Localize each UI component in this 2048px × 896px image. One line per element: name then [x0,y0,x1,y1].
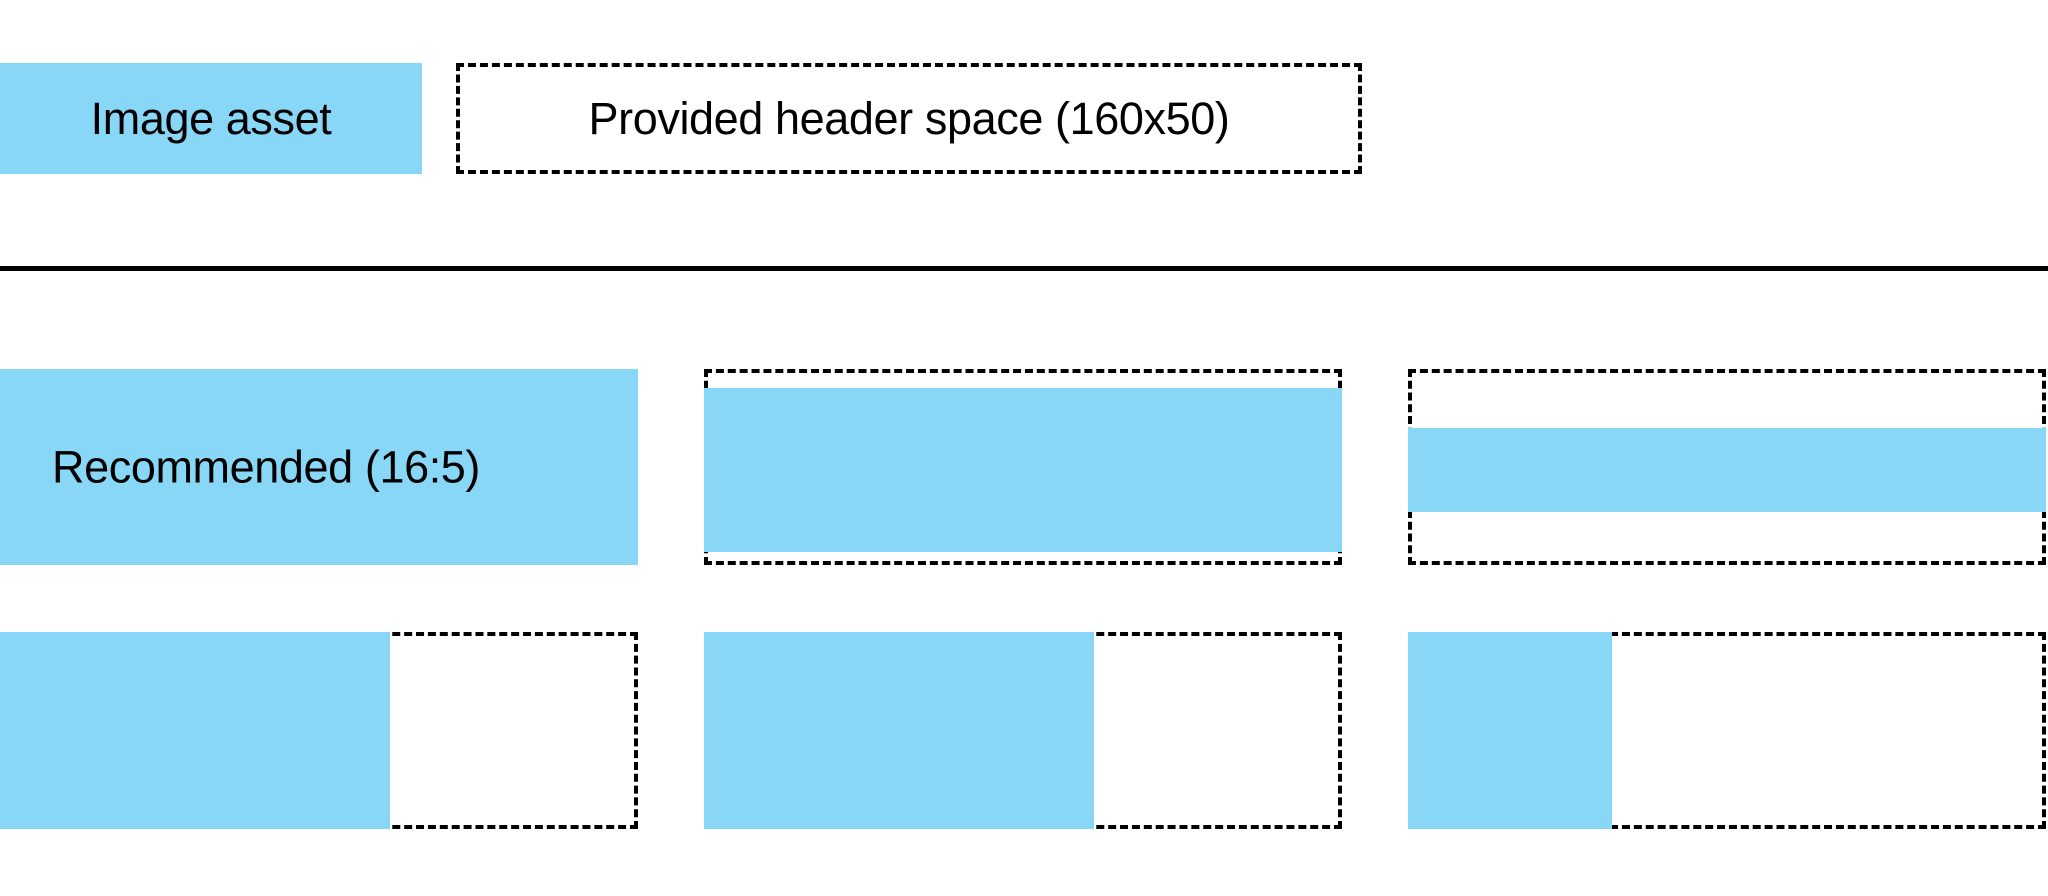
asset-fill-row1-col3 [1408,428,2046,512]
ratio-cell-row2-col1 [0,632,638,829]
header-provided-space-label: Provided header space (160x50) [588,93,1230,144]
ratio-cell-row1-col2 [704,369,1342,565]
ratio-cell-row2-col2 [704,632,1342,829]
asset-fill-row2-col3 [1408,632,1612,829]
asset-fill-row1-col2 [704,388,1342,552]
ratio-cell-row1-col3 [1408,369,2046,565]
header-image-asset-label: Image asset [90,93,332,144]
asset-fill-row2-col1 [0,632,390,829]
asset-fill-row2-col2 [704,632,1094,829]
recommended-ratio-caption: Recommended (16:5) [52,441,481,493]
header-provided-space-box: Provided header space (160x50) [456,63,1362,174]
section-divider [0,266,2048,271]
header-image-asset-swatch: Image asset [0,63,422,174]
ratio-cell-row1-col1: Recommended (16:5) [0,369,638,565]
asset-fill-row1-col1 [0,369,638,565]
ratio-cell-row2-col3 [1408,632,2046,829]
